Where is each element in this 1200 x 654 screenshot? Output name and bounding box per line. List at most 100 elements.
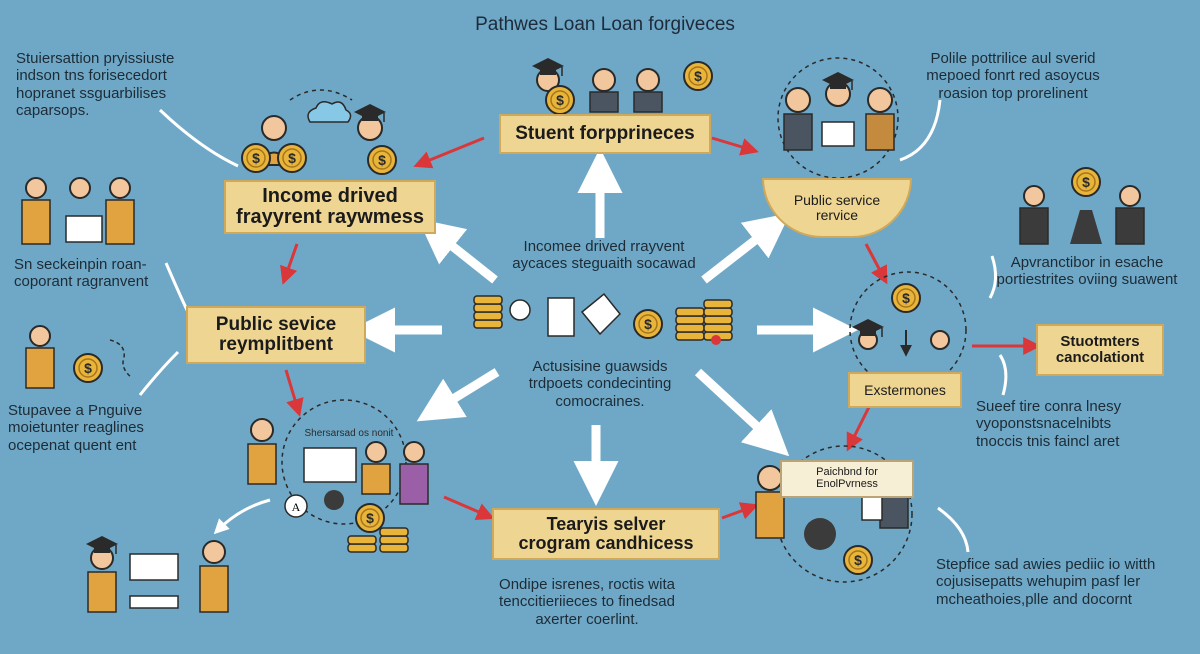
person-body (87, 571, 117, 613)
text-right-low: Sueef tire conra lnesy vyoponstsnacelnib… (976, 398, 1122, 450)
dollar-coin-icon (683, 61, 713, 91)
document-icon (129, 553, 179, 581)
left-low-illustration (25, 325, 133, 389)
center-illustration (473, 292, 733, 345)
coin-stack (703, 323, 733, 333)
box-public-service-left: Public sevice reymplitbent (186, 306, 366, 364)
coin-stack (703, 315, 733, 325)
coin-stack (675, 331, 705, 341)
diagram-title: Pathwes Loan Loan forgiveces (475, 14, 735, 35)
left-mid-illustration (21, 177, 135, 245)
laptop-icon (303, 447, 357, 483)
red-arrow-1 (413, 136, 485, 169)
box-paichbnd: Paichbnd for EnolPvrness (780, 460, 914, 498)
person-body (1019, 207, 1049, 245)
person-icon (757, 465, 783, 491)
curve-right-low (998, 354, 1008, 396)
red-arrows (280, 136, 1042, 520)
graduation-cap-icon (85, 535, 119, 555)
red-arrow-2 (711, 136, 759, 156)
person-icon (25, 177, 47, 199)
document-icon (65, 215, 103, 243)
dollar-coin-icon (1071, 167, 1101, 197)
person-icon (29, 325, 51, 347)
dollar-coin-icon (355, 503, 385, 533)
coin-stack (703, 299, 733, 309)
coin-stack (675, 307, 705, 317)
text-center-mid: Actusisine guawsids trdpoets condecintin… (528, 358, 672, 410)
dollar-coin-icon (633, 309, 663, 339)
box-extermones: Exstermones (848, 372, 962, 408)
red-dot (711, 335, 721, 345)
person-body (247, 443, 277, 485)
arrow-up-right (701, 212, 791, 284)
person-icon (324, 490, 344, 510)
person-icon (804, 518, 836, 550)
dollar-coin-icon (367, 145, 397, 175)
coin-stack (379, 527, 409, 537)
box-icon (129, 595, 179, 609)
bottom-left-illustration: A (247, 399, 429, 553)
person-icon (1119, 185, 1141, 207)
dollar-coin-icon (277, 143, 307, 173)
person-icon (930, 330, 950, 350)
dollar-coin-icon (843, 545, 873, 575)
coin-stack (379, 543, 409, 553)
box-student-forgiveness: Stuent forpprineces (499, 114, 711, 154)
red-arrow-3 (864, 243, 888, 285)
person-icon (592, 68, 616, 92)
coin-stack (473, 311, 503, 321)
document-icon (861, 495, 883, 521)
dollar-coin-icon (241, 143, 271, 173)
person-body (755, 491, 785, 539)
person-icon (403, 441, 425, 463)
person-icon (365, 441, 387, 463)
top-left-illustration (241, 89, 397, 175)
lectern-icon (1070, 210, 1102, 244)
person-body (865, 113, 895, 151)
right-center-illustration (849, 271, 967, 389)
arrow-down-left (416, 368, 500, 422)
dollar-coin-icon (891, 283, 921, 313)
person-icon (1023, 185, 1045, 207)
document-icon (821, 121, 855, 147)
cloud-icon (307, 101, 352, 123)
coin-stack (473, 319, 503, 329)
person-body (399, 463, 429, 505)
tag-icon (580, 292, 622, 336)
dashed-arc (289, 89, 353, 101)
text-bottom-center: Ondipe isrenes, roctis wita tenccitierii… (499, 576, 675, 628)
person-body (783, 113, 813, 151)
curve-top-right (899, 99, 942, 162)
person-body (879, 491, 909, 529)
person-icon (867, 87, 893, 113)
person-icon (109, 177, 131, 199)
red-arrow-9 (721, 502, 759, 520)
curve-bottom-right (937, 506, 970, 553)
text-left-mid: Sn seckeinpin roan- coporant ragranvent (14, 256, 149, 291)
person-body (1115, 207, 1145, 245)
person-body (21, 199, 51, 245)
curve-top-left (158, 108, 239, 168)
coin-stack (473, 295, 503, 305)
coin-stack (473, 303, 503, 313)
box-teary-program: Tearyis selver crogram candhicess (492, 508, 720, 560)
arrow-down-right (694, 368, 790, 457)
text-bottom-right: Stepfice sad awies pediic io witth cojus… (936, 556, 1156, 608)
coin-stack (703, 307, 733, 317)
text-top-right: Polile pottrilice aul sverid mepoed fonr… (926, 50, 1100, 102)
right-mid-illustration (1019, 167, 1145, 245)
dollar-coin-icon (73, 353, 103, 383)
person-icon (785, 87, 811, 113)
letter-a-glyph: A (292, 500, 301, 514)
bottom-far-left-illustration (85, 535, 229, 613)
text-left-low: Stupavee a Pnguive moietunter reaglines … (8, 402, 144, 454)
person-body (199, 565, 229, 613)
dashed-circle (777, 57, 899, 179)
text-center-top: Incomee drived rrayvent aycaces steguait… (512, 238, 696, 273)
person-body (25, 347, 55, 389)
person-icon (250, 418, 274, 442)
graduation-cap-icon (531, 57, 565, 77)
red-arrow-7 (846, 404, 872, 452)
